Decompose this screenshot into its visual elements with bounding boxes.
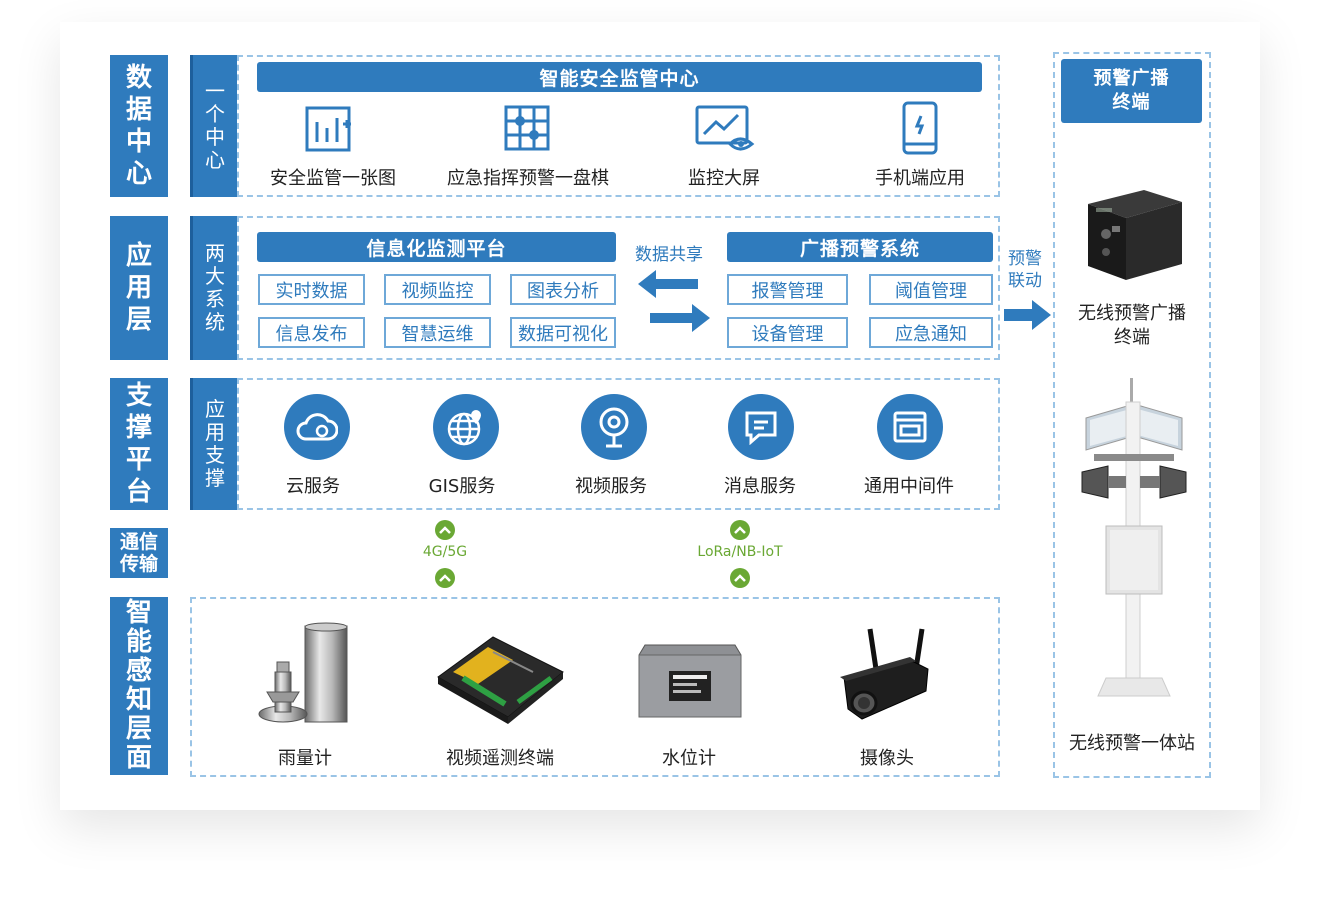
center-item-label: 手机端应用 [875,168,965,189]
app-item-threshold-management: 阈值管理 [869,274,993,305]
sensing-item-label: 摄像头 [860,748,914,769]
warning-link-arrow-icon [1004,298,1052,332]
support-item-label: 通用中间件 [864,476,954,497]
sub-label-two-systems: 两大系统 [190,216,237,360]
uplink-icon [730,520,750,540]
app-item-device-management: 设备管理 [727,317,848,348]
cloud-icon [284,394,350,460]
telemetry-terminal-image [433,632,568,727]
warning-link-label: 预警联动 [1008,249,1042,291]
layer-label-application: 应用层 [110,216,168,360]
sub-label-app-support: 应用支撑 [190,378,237,510]
webcam-icon [581,394,647,460]
support-item-label: 视频服务 [575,476,647,497]
info-platform-title-bar: 信息化监测平台 [257,232,616,262]
sub-label-one-center: 一个中心 [190,55,237,197]
center-item-label: 监控大屏 [688,168,760,189]
support-item-label: 云服务 [286,476,340,497]
app-item-data-visualization: 数据可视化 [510,317,616,348]
support-item-label: GIS服务 [428,476,496,497]
sensing-item-label: 雨量计 [278,748,332,769]
chessboard-icon [503,104,551,154]
data-share-arrows-icon [636,266,712,336]
rain-gauge-image [253,622,353,732]
comm-lora-nbiot-label: LoRa/NB-IoT [697,544,783,560]
app-item-info-publish: 信息发布 [258,317,365,348]
layer-label-comm: 通信传输 [110,528,168,578]
map-grid-icon [303,104,357,154]
uplink-icon [730,568,750,588]
mobile-phone-icon [901,100,939,156]
broadcast-terminal-image [1082,186,1184,282]
data-share-label: 数据共享 [635,245,703,265]
layer-label-support: 支撑平台 [110,378,168,510]
support-item-label: 消息服务 [724,476,796,497]
sensing-item-label: 视频遥测终端 [446,748,554,769]
center-title-bar: 智能安全监管中心 [257,62,982,92]
layer-label-sensing: 智能感知层面 [110,597,168,775]
water-level-meter-image [637,637,743,719]
app-item-emergency-notice: 应急通知 [869,317,993,348]
app-item-video-monitoring: 视频监控 [384,274,491,305]
app-item-chart-analysis: 图表分析 [510,274,616,305]
app-item-smart-ops: 智慧运维 [384,317,491,348]
app-item-realtime-data: 实时数据 [258,274,365,305]
terminal-device-label: 无线预警一体站 [1069,733,1195,754]
broadcast-system-title-bar: 广播预警系统 [727,232,993,262]
terminal-title-bar: 预警广播终端 [1061,59,1202,123]
comm-4g-5g-label: 4G/5G [422,544,468,560]
uplink-icon [435,520,455,540]
uplink-icon [435,568,455,588]
layer-label-data-center: 数据中心 [110,55,168,197]
middleware-icon [877,394,943,460]
app-item-alarm-management: 报警管理 [727,274,848,305]
warning-station-image [1078,378,1190,704]
center-item-label: 安全监管一张图 [270,168,396,189]
message-icon [728,394,794,460]
sensing-item-label: 水位计 [662,748,716,769]
camera-image [840,627,935,722]
terminal-device-label: 无线预警广播终端 [1078,303,1186,348]
monitor-eye-icon [694,104,758,154]
center-item-label: 应急指挥预警一盘棋 [447,168,609,189]
globe-icon [433,394,499,460]
